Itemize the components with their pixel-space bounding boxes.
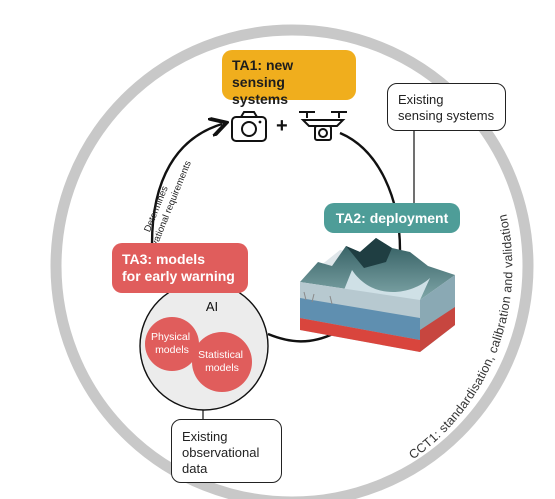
cycle-arc-left	[150, 124, 222, 245]
ta2-title: TA2: deployment	[335, 210, 449, 226]
physical-models-label: Physical models	[151, 331, 193, 356]
plus-sign: +	[276, 115, 288, 137]
ta3-title-line1: TA3: models	[122, 251, 205, 267]
existing-data-line3: data	[182, 461, 208, 476]
existing-data-line1: Existing	[182, 429, 228, 444]
ta1-box: TA1: new sensing systems	[222, 50, 356, 107]
landscape-illustration	[300, 238, 455, 352]
statistical-models-bubble	[192, 332, 252, 392]
physical-models-bubble	[145, 317, 199, 371]
camera-icon	[231, 111, 267, 142]
existing-sensing-line2: sensing systems	[398, 108, 495, 123]
drone-icon	[299, 111, 347, 141]
ta3-title-line2: for early warning	[122, 268, 235, 284]
cycle-arc-bottom	[267, 331, 336, 343]
ta1-title-line1: TA1: new sensing	[232, 57, 294, 90]
ta2-box: TA2: deployment	[324, 203, 460, 233]
existing-observational-data-box: Existing observational data	[171, 419, 282, 483]
existing-sensing-line1: Existing	[398, 92, 444, 107]
statistical-models-label: Statistical models	[198, 349, 246, 374]
ta3-box: TA3: models for early warning	[112, 243, 248, 293]
existing-sensing-systems-box: Existing sensing systems	[387, 83, 506, 131]
outer-ring	[50, 24, 534, 499]
ta1-title-line2: systems	[232, 91, 289, 107]
ai-label: AI	[206, 299, 218, 314]
existing-data-line2: observational	[182, 445, 260, 460]
